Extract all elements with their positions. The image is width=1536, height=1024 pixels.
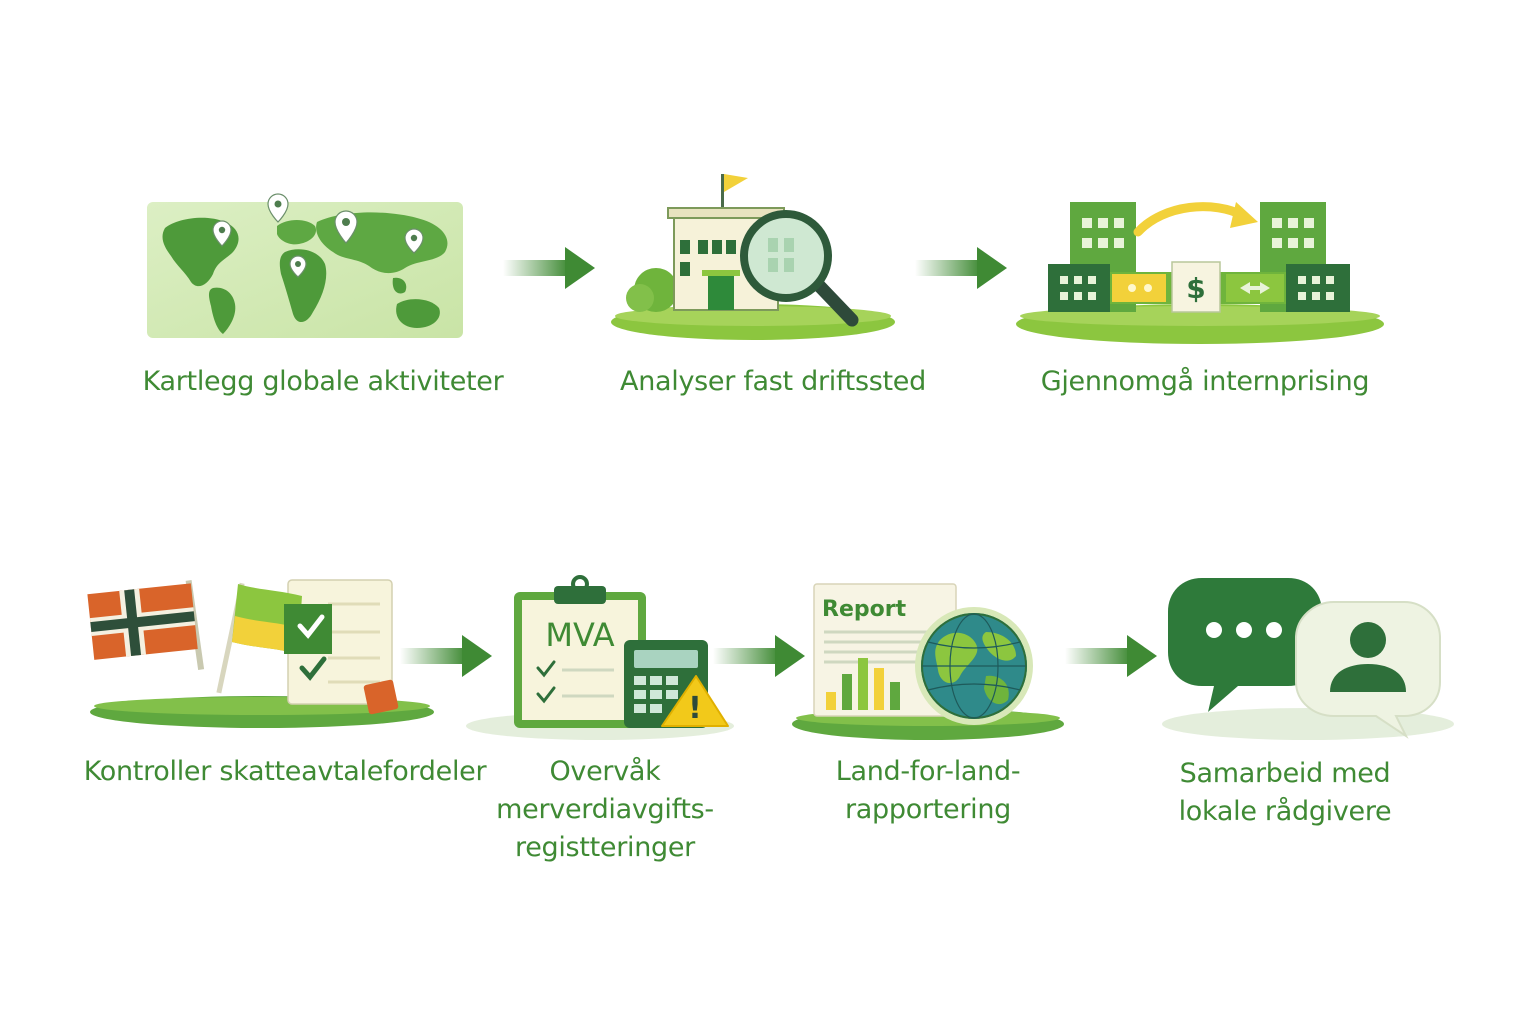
label-line: merverdiavgifts- [496,794,714,825]
arrow-right-icon [915,247,1007,289]
chat-advisor-icon [1162,578,1454,740]
label-line: Samarbeid med [1179,758,1391,789]
label-line: lokale rådgivere [1178,796,1392,827]
dollar-sign: $ [1186,272,1205,305]
warning-mark: ! [688,691,702,726]
arrow-right-icon [503,247,595,289]
label-line: rapportering [845,794,1011,825]
step-label: Analyser fast driftssted [620,366,926,397]
report-title: Report [822,597,907,622]
step-label: Land-for-land- rapportering [778,753,1078,829]
step-label: Gjennomgå internprising [1040,366,1370,397]
flags-checklist-icon [87,579,434,728]
step-label: Kontroller skatteavtalefordeler [83,756,487,787]
label-line: Overvåk [549,756,661,787]
label-line: Land-for-land- [835,756,1021,787]
label-line: registteringer [515,832,695,863]
buildings-transfer-icon: $ [1016,202,1384,344]
step-label: Kartlegg globale aktiviteter [142,366,504,397]
arrow-right-icon [400,635,492,677]
step-label: Overvåk merverdiavgifts- registteringer [455,753,755,867]
arrow-right-icon [713,635,805,677]
building-magnifier-icon [611,174,895,340]
mva-text: MVA [545,616,614,654]
report-globe-icon: Report [792,583,1064,740]
arrow-right-icon [1065,635,1157,677]
mva-clipboard-calculator-icon: MVA ! [466,575,734,740]
world-map-pins-icon [147,193,463,338]
step-label: Samarbeid med lokale rådgivere [1135,755,1435,831]
